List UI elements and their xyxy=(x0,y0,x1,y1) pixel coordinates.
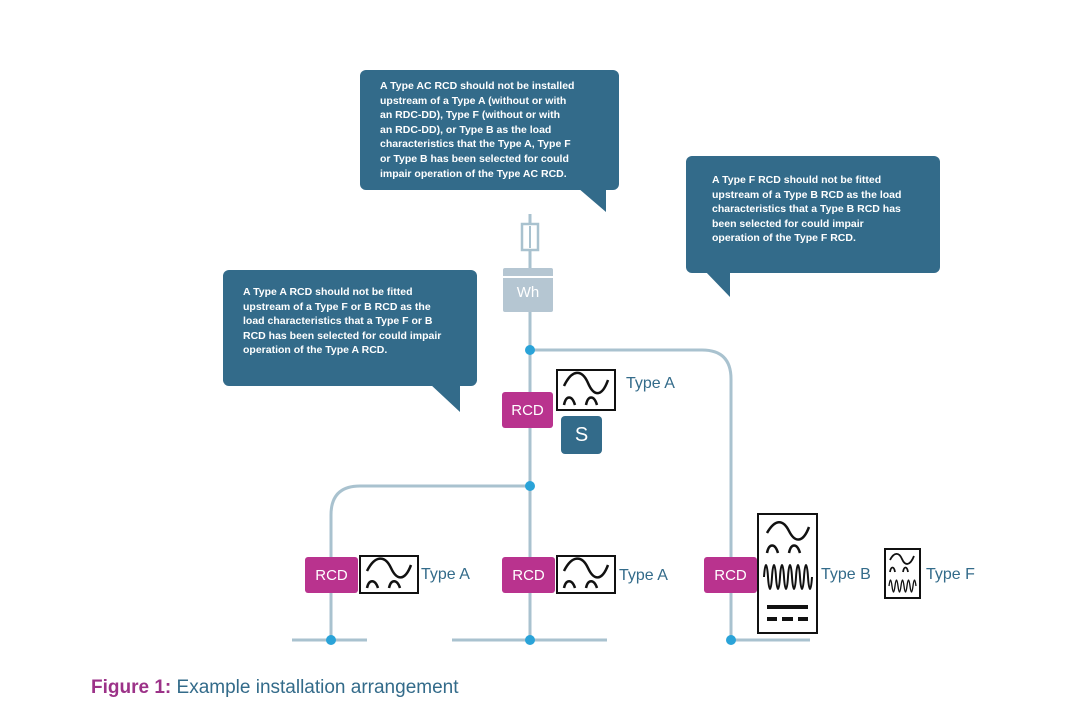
type-f-label: Type F xyxy=(926,566,975,583)
main-rcd: RCD xyxy=(502,392,553,428)
selective-label: S xyxy=(574,423,589,446)
callout-type-f: A Type F RCD should not be fitted upstre… xyxy=(686,156,940,273)
bubble-tail-type-f xyxy=(704,270,730,297)
middle-branch-rcd-label: RCD xyxy=(512,566,545,584)
type-a-symbol-icon xyxy=(556,555,616,594)
meter-divider xyxy=(503,276,553,278)
junction-dot xyxy=(326,635,336,645)
figure-caption: Figure 1: Example installation arrangeme… xyxy=(91,677,459,699)
right-branch-rcd: RCD xyxy=(704,557,757,593)
meter-label: Wh xyxy=(516,283,540,301)
type-b-branch-wire xyxy=(530,348,733,640)
middle-branch-rcd: RCD xyxy=(502,557,555,593)
middle-branch-type-label: Type A xyxy=(619,567,668,584)
type-f-symbol-icon xyxy=(884,548,921,599)
junction-dot xyxy=(726,635,736,645)
junction-dot xyxy=(525,481,535,491)
callout-type-a: A Type A RCD should not be fitted upstre… xyxy=(223,270,477,386)
callout-type-f-text: A Type F RCD should not be fitted upstre… xyxy=(712,174,902,245)
main-rcd-type-label: Type A xyxy=(626,375,675,392)
left-branch-rcd: RCD xyxy=(305,557,358,593)
figure-caption-text: Example installation arrangement xyxy=(176,677,459,698)
callout-type-ac-text: A Type AC RCD should not be installed up… xyxy=(380,80,575,180)
right-branch-rcd-label: RCD xyxy=(714,566,747,584)
main-rcd-label: RCD xyxy=(511,401,544,419)
junctions xyxy=(326,345,736,645)
figure-caption-label: Figure 1: xyxy=(91,677,172,698)
bubble-tail-type-a xyxy=(430,384,460,412)
bubble-tails xyxy=(430,188,730,412)
electricity-meter: Wh xyxy=(503,268,553,312)
left-branch-wire xyxy=(329,484,530,640)
callout-type-ac: A Type AC RCD should not be installed up… xyxy=(360,70,619,190)
fuse-icon xyxy=(520,222,540,252)
type-b-symbol-icon xyxy=(757,513,818,634)
type-a-symbol-icon xyxy=(359,555,419,594)
junction-dot xyxy=(525,345,535,355)
type-a-symbol-icon xyxy=(556,369,616,411)
bubble-tail-type-ac xyxy=(578,188,606,212)
junction-dot xyxy=(525,635,535,645)
selective-indicator: S xyxy=(561,416,602,454)
right-branch-type-label: Type B xyxy=(821,566,871,583)
left-branch-rcd-label: RCD xyxy=(315,566,348,584)
callout-type-a-text: A Type A RCD should not be fitted upstre… xyxy=(243,286,442,357)
left-branch-type-label: Type A xyxy=(421,566,470,583)
